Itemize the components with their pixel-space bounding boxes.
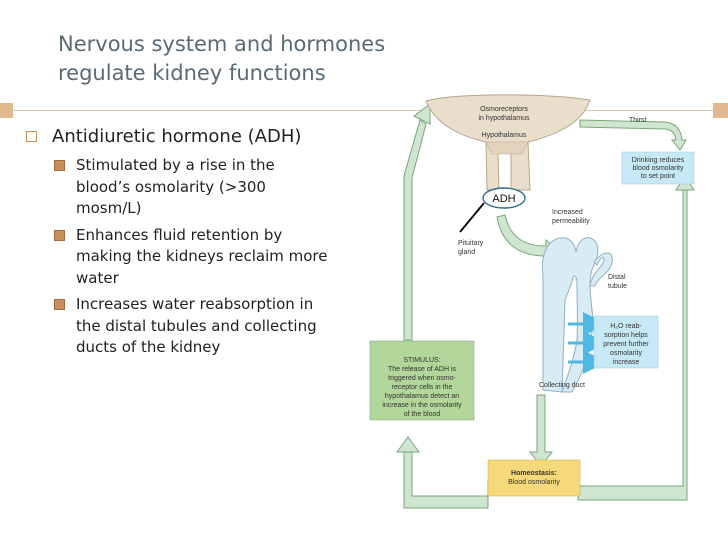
collecting-duct (541, 237, 599, 393)
reabsorption-label-1: H₂O reab- (610, 323, 642, 330)
title-line-1: Nervous system and hormones (58, 32, 386, 56)
reabsorption-label-2: sorption helps (604, 332, 648, 339)
bullet-sub-2-line-3: water (76, 268, 119, 287)
bullet-sub-2: Enhances fluid retention by making the k… (22, 225, 352, 290)
stimulus-label-1: STIMULUS: (403, 357, 440, 364)
bullet-sub-1-line-3: mosm/L) (76, 199, 142, 217)
stimulus-box (369, 340, 475, 421)
bullet-sub-3-line-2: the distal tubules and collecting (76, 316, 317, 335)
title-rule-line (13, 110, 713, 111)
adh-ball (482, 187, 526, 209)
reabsorption-box (593, 315, 659, 369)
stimulus-label-7: of the blood (404, 411, 441, 418)
osmoreceptors-label-1: Osmoreceptors (480, 106, 528, 113)
bullet-sub-2-line-1: Enhances fluid retention by (76, 225, 283, 244)
permeability-label-1: Increased (552, 209, 583, 216)
homeostasis-text: Blood osmolarity (508, 479, 560, 486)
bullet-sub-3: Increases water reabsorption in the dist… (22, 294, 352, 359)
bullet-sub-2-line-2: making the kidneys reclaim more (76, 247, 328, 265)
reabsorption-label-5: increase (613, 359, 640, 366)
distal-tubule (589, 252, 613, 287)
loop-arrow-bottom (403, 445, 489, 509)
hypothalamus-label: Hypothalamus (482, 132, 527, 139)
hypothalamus-stalk (485, 141, 529, 155)
bullet-sub-3-line-1: Increases water reabsorption in (76, 295, 314, 313)
bullet-sub-1-line-2: blood’s osmolarity (>300 (76, 177, 266, 196)
bullet-list: Antidiuretic hormone (ADH) Stimulated by… (22, 124, 352, 359)
reabsorption-label-3: prevent further (603, 341, 649, 348)
bullet-main: Antidiuretic hormone (ADH) (22, 124, 352, 150)
stimulus-label-6: increase in the osmolarity (382, 402, 462, 409)
bullet-sub-1-line-1: Stimulated by a rise in the (76, 156, 275, 174)
stimulus-label-4: receptor cells in the (392, 384, 453, 391)
distal-label-1: Distal (608, 274, 626, 281)
bullet-sub-3-line-3: ducts of the kidney (76, 338, 221, 356)
homeostasis-title: Homeostasis: (511, 470, 557, 477)
pituitary-label-2: gland (458, 249, 475, 256)
permeability-label-2: permeability (552, 218, 590, 225)
drinking-label-1: Drinking reduces (632, 157, 685, 164)
adh-label: ADH (492, 193, 515, 205)
slide-title: Nervous system and hormones regulate kid… (58, 30, 398, 88)
pituitary-pointer (459, 202, 485, 233)
thirst-label: Thirst (629, 117, 647, 124)
loop-arrow-left-head (413, 103, 431, 125)
bullet-sub-1: Stimulated by a rise in the blood’s osmo… (22, 155, 352, 220)
arrow-duct-to-homeostasis (528, 394, 554, 467)
stimulus-label-2: The release of ADH is (388, 366, 457, 373)
reabsorption-label-4: osmolarity (610, 350, 642, 357)
title-rule-left-block (0, 103, 13, 118)
title-rule-right-block (713, 103, 728, 118)
stimulus-label-3: triggered when osmo- (388, 375, 456, 382)
loop-arrow-bottom-head (396, 436, 420, 453)
distal-label-2: tubule (608, 283, 627, 290)
homeostasis-box (487, 459, 581, 497)
pituitary-label-1: Pituitary (458, 240, 484, 247)
drinking-box (621, 151, 695, 185)
drinking-label-3: to set point (641, 173, 675, 180)
title-line-2: regulate kidney functions (58, 61, 326, 85)
stimulus-label-5: hypothalamus detect an (385, 393, 459, 400)
collecting-duct-label: Collecting duct (539, 382, 585, 389)
drinking-label-2: blood osmolarity (633, 165, 684, 172)
arrow-thirst (579, 119, 687, 151)
osmoreceptors-label-2: in hypothalamus (479, 115, 530, 122)
loop-arrow-left (403, 119, 427, 341)
